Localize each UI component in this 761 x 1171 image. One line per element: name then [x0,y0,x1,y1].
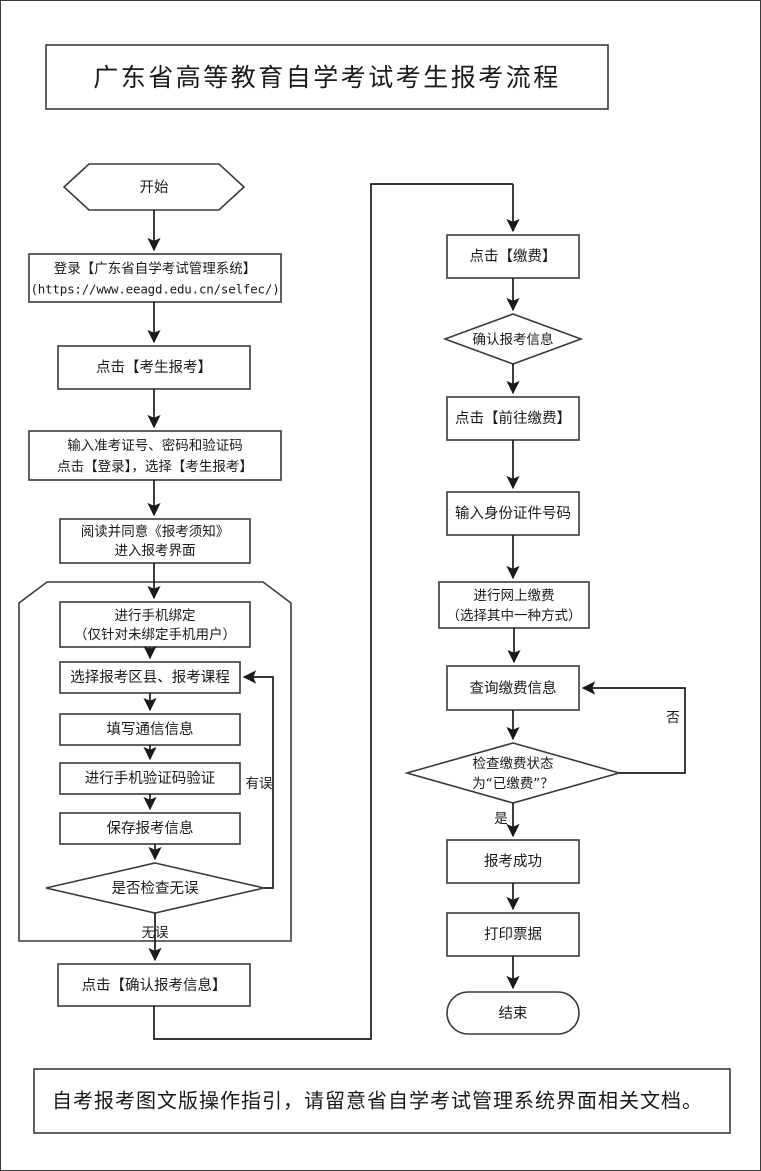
node-query-pay-label: 查询缴费信息 [470,680,557,697]
node-bind-phone-line2: （仅针对未绑定手机用户） [74,626,236,643]
loop-group-container [18,581,292,942]
node-click-pay[interactable]: 点击【缴费】 [446,234,580,279]
node-bind-phone[interactable]: 进行手机绑定 （仅针对未绑定手机用户） [59,601,251,648]
node-query-pay[interactable]: 查询缴费信息 [446,665,580,711]
node-save-info-label: 保存报考信息 [107,820,194,837]
node-confirm-info-label: 点击【确认报考信息】 [82,977,227,994]
edge-confirm-info-to-click-pay-path [153,183,513,1040]
edge-label-no-error: 无误 [142,925,169,941]
node-confirm-apply-label: 确认报考信息 [473,331,554,348]
edge-loop-no-back [581,681,686,774]
title-box: 广东省高等教育自学考试考生报考流程 [45,44,609,110]
node-read-agree-line1: 阅读并同意《报考须知》 [81,523,230,540]
node-enter-credentials-line1: 输入准考证号、密码和验证码 [67,437,243,454]
node-read-agree[interactable]: 阅读并同意《报考须知》 进入报考界面 [59,518,251,564]
node-choose-area-label: 选择报考区县、报考课程 [70,669,230,686]
node-apply-success[interactable]: 报考成功 [446,839,580,884]
footer-note: 自考报考图文版操作指引，请留意省自学考试管理系统界面相关文档。 [52,1089,703,1113]
page-title: 广东省高等教育自学考试考生报考流程 [93,63,561,92]
edge-loop-error-back [242,670,274,889]
node-enter-id[interactable]: 输入身份证件号码 [446,491,580,536]
node-online-pay[interactable]: 进行网上缴费 （选择其中一种方式） [438,581,590,629]
node-login-label-line1: 登录【广东省自学考试管理系统】 [54,261,257,277]
node-confirm-apply[interactable]: 确认报考信息 [442,313,584,365]
node-login[interactable]: 登录【广东省自学考试管理系统】 (https://www.eeagd.edu.c… [28,253,282,303]
node-choose-area[interactable]: 选择报考区县、报考课程 [59,661,241,694]
node-enter-credentials[interactable]: 输入准考证号、密码和验证码 点击【登录】，选择【考生报考】 [28,430,282,481]
node-save-info[interactable]: 保存报考信息 [59,812,241,845]
node-confirm-info[interactable]: 点击【确认报考信息】 [57,963,251,1007]
node-online-pay-line2: （选择其中一种方式） [447,608,582,624]
footer-box: 自考报考图文版操作指引，请留意省自学考试管理系统界面相关文档。 [33,1068,731,1134]
node-bind-phone-line1: 进行手机绑定 [115,608,196,624]
node-check-paid-line2: 为“已缴费”？ [472,776,554,792]
edge-label-loop-error: 有误 [246,776,273,792]
node-click-apply[interactable]: 点击【考生报考】 [57,345,251,390]
node-check-ok[interactable]: 是否检查无误 [45,862,265,914]
node-login-url: (https://www.eeagd.edu.cn/selfec/) [30,282,279,297]
node-online-pay-line1: 进行网上缴费 [474,588,555,604]
node-check-paid-line1: 检查缴费状态 [473,756,554,772]
node-end-label: 结束 [499,1005,528,1022]
node-check-ok-label: 是否检查无误 [112,880,199,897]
node-verify-sms[interactable]: 进行手机验证码验证 [59,762,241,795]
node-end[interactable]: 结束 [446,991,580,1035]
node-start[interactable]: 开始 [62,163,246,211]
node-fill-contact[interactable]: 填写通信信息 [59,713,241,746]
node-enter-id-label: 输入身份证件号码 [455,505,571,522]
node-print-receipt-label: 打印票据 [484,926,542,943]
node-click-pay-label: 点击【缴费】 [470,248,557,265]
node-enter-credentials-line2: 点击【登录】，选择【考生报考】 [57,459,253,475]
edge-label-yes-paid: 是 [494,811,508,827]
node-fill-contact-label: 填写通信信息 [107,721,194,738]
edge-label-loop-no: 否 [666,710,680,726]
node-start-label: 开始 [140,179,169,196]
node-check-paid[interactable]: 检查缴费状态 为“已缴费”？ [404,742,622,804]
node-click-apply-label: 点击【考生报考】 [96,359,212,376]
node-apply-success-label: 报考成功 [484,853,542,870]
node-goto-pay-label: 点击【前往缴费】 [455,410,571,427]
node-goto-pay[interactable]: 点击【前往缴费】 [446,396,580,441]
node-read-agree-line2: 进入报考界面 [115,543,196,559]
node-verify-sms-label: 进行手机验证码验证 [85,770,216,787]
node-print-receipt[interactable]: 打印票据 [446,912,580,957]
